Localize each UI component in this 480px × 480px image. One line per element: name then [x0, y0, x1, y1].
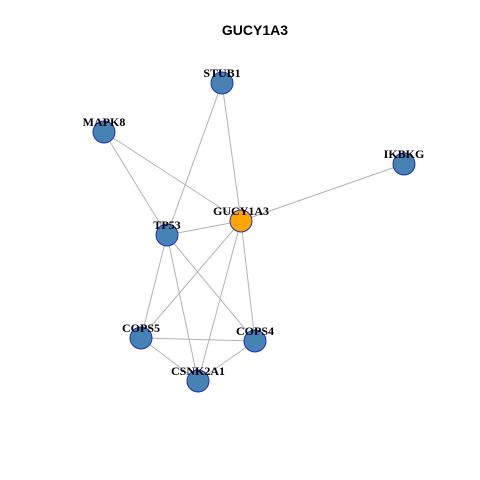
node-label-cops5: COPS5 [122, 321, 160, 335]
edge-mapk8-tp53 [103, 131, 168, 236]
node-label-ikbkg: IKBKG [384, 147, 425, 161]
node-circle-cops4 [243, 329, 267, 353]
edge-gucy1a3-cops4 [240, 220, 256, 342]
node-circle-cops5 [129, 326, 153, 350]
edge-cops5-cops4 [140, 337, 256, 342]
node-cops5: COPS5 [122, 321, 160, 350]
edge-tp53-cops5 [140, 234, 168, 339]
edge-stub1-tp53 [166, 82, 223, 236]
edge-cops4-csnk2a1 [197, 340, 256, 382]
node-label-csnk2a1: CSNK2A1 [171, 364, 225, 378]
node-stub1: STUB1 [203, 66, 241, 95]
node-csnk2a1: CSNK2A1 [171, 364, 225, 393]
edge-layer [103, 82, 405, 382]
node-label-tp53: TP53 [153, 218, 180, 232]
node-circle-mapk8 [92, 120, 116, 144]
node-circle-csnk2a1 [186, 369, 210, 393]
node-tp53: TP53 [153, 218, 181, 247]
node-ikbkg: IKBKG [384, 147, 425, 176]
edge-tp53-cops4 [166, 234, 256, 342]
diagram-title: GUCY1A3 [222, 22, 288, 38]
edge-mapk8-gucy1a3 [103, 131, 242, 222]
node-label-stub1: STUB1 [203, 66, 240, 80]
edge-stub1-gucy1a3 [221, 82, 242, 222]
node-label-gucy1a3: GUCY1A3 [213, 204, 269, 218]
edge-cops5-csnk2a1 [140, 337, 199, 382]
node-label-mapk8: MAPK8 [83, 115, 126, 129]
node-cops4: COPS4 [236, 324, 274, 353]
node-label-cops4: COPS4 [236, 324, 274, 338]
edge-tp53-gucy1a3 [166, 220, 242, 236]
node-circle-stub1 [210, 71, 234, 95]
node-gucy1a3: GUCY1A3 [213, 204, 269, 233]
edge-tp53-csnk2a1 [166, 234, 199, 382]
node-circle-ikbkg [392, 152, 416, 176]
edge-ikbkg-gucy1a3 [240, 163, 405, 222]
edge-gucy1a3-cops5 [140, 220, 242, 339]
node-mapk8: MAPK8 [83, 115, 126, 144]
node-circle-gucy1a3 [229, 209, 253, 233]
edge-gucy1a3-csnk2a1 [197, 220, 242, 382]
node-circle-tp53 [155, 223, 179, 247]
